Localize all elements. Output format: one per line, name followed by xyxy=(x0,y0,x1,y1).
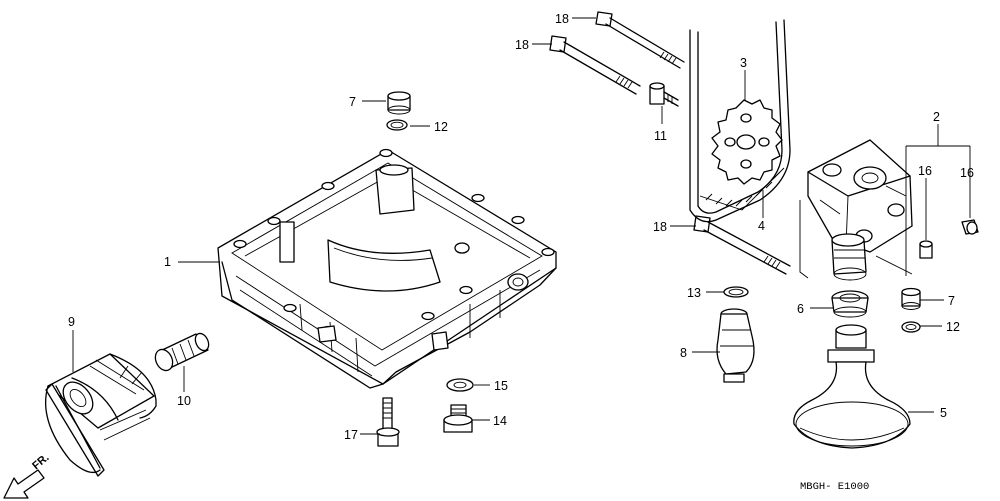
callout-labels: 1 2 3 4 5 6 7 7 8 9 10 11 12 12 13 14 15… xyxy=(68,12,974,442)
callout-16-left: 16 xyxy=(918,164,932,178)
callout-2: 2 xyxy=(933,110,940,124)
bolt-18-top xyxy=(595,11,685,69)
dowel-pin-16-left xyxy=(919,240,933,259)
oil-pump xyxy=(807,139,913,281)
callout-18-middle: 18 xyxy=(515,38,529,52)
o-ring-13 xyxy=(723,286,749,298)
seal-7-right xyxy=(901,287,921,310)
callout-10: 10 xyxy=(177,394,191,408)
callout-1: 1 xyxy=(164,255,171,269)
relief-valve xyxy=(716,308,755,383)
bolt-18-middle xyxy=(549,35,641,95)
oil-filter xyxy=(45,353,157,477)
callout-12-top: 12 xyxy=(434,120,448,134)
front-direction-arrow: FR. xyxy=(3,452,52,499)
bolt-18-lower xyxy=(693,215,791,275)
callout-18-lower: 18 xyxy=(653,220,667,234)
callout-17: 17 xyxy=(344,428,358,442)
dowel-pin-16-right xyxy=(961,219,979,235)
callout-12-right: 12 xyxy=(946,320,960,334)
callout-11: 11 xyxy=(654,129,667,143)
callout-9: 9 xyxy=(68,315,75,329)
filter-center-bolt xyxy=(154,332,210,372)
o-ring-12-right xyxy=(901,321,921,333)
callout-8: 8 xyxy=(680,346,687,360)
drive-chain xyxy=(689,19,791,223)
callout-6: 6 xyxy=(797,302,804,316)
callout-14: 14 xyxy=(493,414,507,428)
drain-bolt-14 xyxy=(443,404,473,433)
oil-strainer xyxy=(793,324,911,449)
callout-4: 4 xyxy=(758,219,765,233)
callout-13: 13 xyxy=(687,286,701,300)
callout-18-top: 18 xyxy=(555,12,569,26)
callout-7-right: 7 xyxy=(948,294,955,308)
bolt-11 xyxy=(649,82,679,107)
callout-5: 5 xyxy=(940,406,947,420)
callout-16-right: 16 xyxy=(960,166,974,180)
drive-sprocket xyxy=(711,99,783,185)
pipe-joint xyxy=(831,290,869,318)
leader-lines xyxy=(72,17,971,435)
diagram-code: MBGH- E1000 xyxy=(800,481,869,493)
o-ring-12-top xyxy=(386,119,408,131)
washer-15 xyxy=(446,378,474,392)
seal-7-top xyxy=(387,91,411,115)
oil-pan xyxy=(217,148,557,389)
callout-15: 15 xyxy=(494,379,508,393)
bolt-17 xyxy=(376,397,400,447)
callout-3: 3 xyxy=(740,56,747,70)
callout-7-top: 7 xyxy=(349,95,356,109)
front-marker-label: FR. xyxy=(30,452,51,473)
